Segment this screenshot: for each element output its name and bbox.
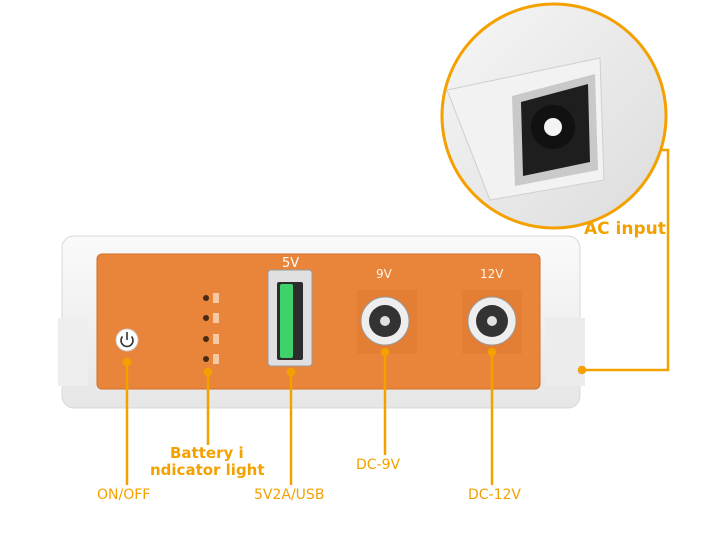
power-icon[interactable] — [115, 328, 139, 352]
port9-voltage-label: 9V — [376, 267, 392, 281]
front-panel — [96, 253, 541, 390]
usb-port-icon[interactable] — [267, 269, 313, 367]
battery-label-line1: Battery i — [170, 444, 244, 462]
dc-jack-12v-icon[interactable] — [462, 290, 522, 354]
usb-label: 5V2A/USB — [254, 487, 325, 503]
ac-input-label: AC input — [584, 219, 666, 239]
callout-lines — [122, 148, 670, 485]
device-side-right — [545, 318, 585, 386]
dc12-label: DC-12V — [468, 487, 521, 503]
dc-jack-icon[interactable] — [357, 290, 417, 354]
ac-input-zoom — [440, 2, 668, 230]
callout-line-ac — [582, 148, 670, 372]
port12-voltage-label: 12V — [480, 267, 504, 281]
device-side-left — [58, 318, 88, 386]
usb-voltage-label: 5V — [282, 256, 300, 271]
dc9-label: DC-9V — [356, 457, 401, 473]
battery-indicator-leds — [203, 293, 219, 364]
ac-socket-icon — [512, 74, 598, 186]
battery-label-line2: ndicator light — [150, 461, 265, 479]
on-off-label: ON/OFF — [97, 487, 151, 503]
